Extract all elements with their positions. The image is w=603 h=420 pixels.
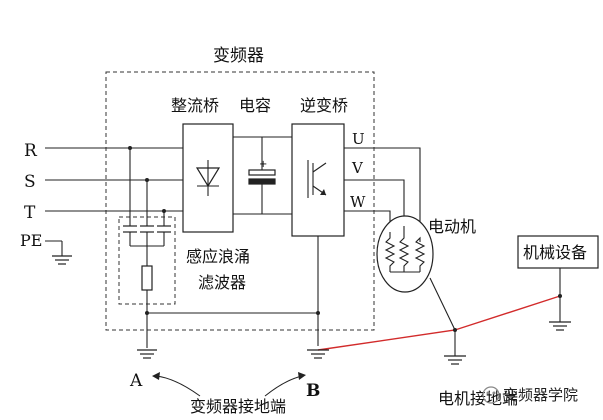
inverter-bridge-block xyxy=(291,123,345,237)
red-ground-wire xyxy=(317,295,561,351)
phase-v-label: V xyxy=(351,159,364,177)
watermark-text: 变频器学院 xyxy=(503,386,578,404)
inverter-bridge-label: 逆变桥 xyxy=(300,96,348,115)
ground-a-label: A xyxy=(129,371,143,391)
wire-u xyxy=(344,147,421,242)
surge-filter-label-1: 感应浪涌 xyxy=(186,247,250,266)
junction-r xyxy=(128,146,132,150)
machinery-label: 机械设备 xyxy=(523,243,587,262)
surge-filter-capacitors xyxy=(123,148,171,313)
arrow-to-a xyxy=(152,372,201,397)
inverter-enclosure xyxy=(105,71,375,331)
phase-u-label: U xyxy=(352,130,365,148)
input-pe-label: PE xyxy=(20,231,42,250)
input-s-label: S xyxy=(24,172,36,192)
motor-ground-symbol xyxy=(444,355,466,365)
motor-junction xyxy=(453,328,457,332)
motor-ground-wire xyxy=(429,277,456,356)
motor-symbol xyxy=(376,215,434,293)
diode-symbol xyxy=(195,160,221,196)
ground-a-junction xyxy=(145,311,149,315)
ground-b-symbol xyxy=(307,349,329,359)
phase-w-label: W xyxy=(350,193,366,211)
arrow-to-b xyxy=(264,372,306,397)
input-r-label: R xyxy=(24,141,38,161)
motor-label: 电动机 xyxy=(428,217,476,236)
machinery-junction xyxy=(558,294,562,298)
capacitor-plus: + xyxy=(259,159,267,170)
machinery-ground-symbol xyxy=(549,321,571,331)
watermark: 变频器学院 xyxy=(482,386,578,404)
motor-ground-terminal-label: 电机接地端 xyxy=(438,389,518,408)
igbt-symbol xyxy=(307,160,327,198)
pe-ground-symbol xyxy=(45,240,72,265)
capacitor-symbol xyxy=(248,137,276,214)
junction-s xyxy=(145,178,149,182)
capacitor-label: 电容 xyxy=(239,96,271,115)
input-t-label: T xyxy=(24,203,36,223)
wire-v xyxy=(344,179,405,226)
surge-filter-label-2: 滤波器 xyxy=(198,273,246,292)
wire-w xyxy=(344,210,391,232)
ground-a-symbol xyxy=(137,349,157,359)
inverter-ground-terminal-label: 变频器接地端 xyxy=(190,397,286,416)
junction-t xyxy=(162,209,166,213)
ground-b-label: B xyxy=(306,381,320,401)
rectifier-label: 整流桥 xyxy=(171,96,219,115)
machinery-box xyxy=(517,235,599,269)
ground-bus-junction xyxy=(316,311,320,315)
inverter-title: 变频器 xyxy=(213,46,264,66)
